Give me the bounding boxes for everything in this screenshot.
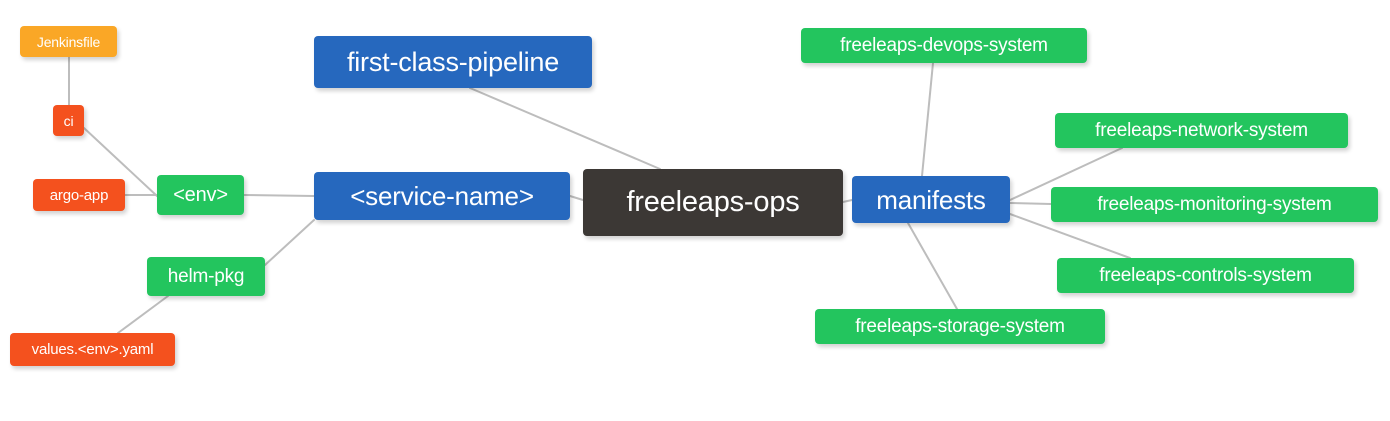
node-helm-pkg[interactable]: helm-pkg <box>147 257 265 296</box>
node-freeleaps-network-system[interactable]: freeleaps-network-system <box>1055 113 1348 148</box>
edge-manifests-to-freeleaps-monitoring-system <box>1009 202 1052 205</box>
node-ci[interactable]: ci <box>53 105 84 136</box>
edge-service-name-to-freeleaps-ops <box>569 195 584 201</box>
edge-manifests-to-freeleaps-storage-system <box>907 222 958 310</box>
edge-manifests-to-freeleaps-controls-system <box>1009 213 1131 259</box>
edge-first-class-pipeline-to-freeleaps-ops <box>469 87 661 170</box>
node-freeleaps-controls-system[interactable]: freeleaps-controls-system <box>1057 258 1354 293</box>
node-env[interactable]: <env> <box>157 175 244 215</box>
edge-manifests-to-freeleaps-devops-system <box>921 62 934 177</box>
node-freeleaps-devops-system[interactable]: freeleaps-devops-system <box>801 28 1087 63</box>
edge-freeleaps-ops-to-manifests <box>842 199 853 203</box>
edge-ci-to-env <box>83 127 158 197</box>
node-service-name[interactable]: <service-name> <box>314 172 570 220</box>
node-values-yaml[interactable]: values.<env>.yaml <box>10 333 175 366</box>
edge-env-to-service-name <box>243 194 315 197</box>
node-manifests[interactable]: manifests <box>852 176 1010 223</box>
node-argo-app[interactable]: argo-app <box>33 179 125 211</box>
node-first-class-pipeline[interactable]: first-class-pipeline <box>314 36 592 88</box>
node-freeleaps-monitoring-system[interactable]: freeleaps-monitoring-system <box>1051 187 1378 222</box>
edge-manifests-to-freeleaps-network-system <box>1009 147 1123 201</box>
node-freeleaps-ops[interactable]: freeleaps-ops <box>583 169 843 236</box>
node-freeleaps-storage-system[interactable]: freeleaps-storage-system <box>815 309 1105 344</box>
edge-helm-pkg-to-values-yaml <box>117 295 169 334</box>
edge-service-name-to-helm-pkg <box>264 219 315 266</box>
node-jenkinsfile[interactable]: Jenkinsfile <box>20 26 117 57</box>
